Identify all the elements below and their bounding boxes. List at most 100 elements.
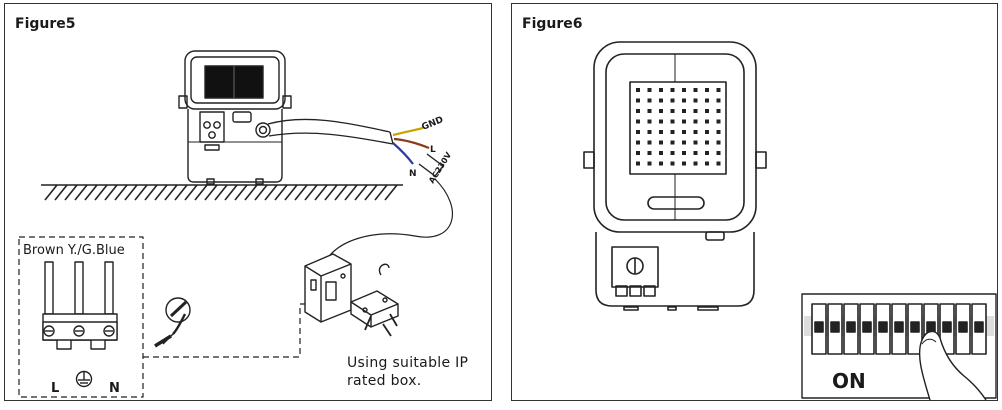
led-dot	[670, 98, 675, 103]
led-dot	[647, 161, 652, 166]
led-dot	[659, 98, 663, 103]
led-dot	[716, 88, 721, 92]
led-dot	[682, 151, 686, 155]
led-dot	[693, 119, 698, 124]
led-dot	[705, 88, 709, 92]
breaker-switch	[926, 321, 936, 333]
led-dot	[670, 109, 675, 113]
figure5-title: Figure5	[15, 16, 76, 32]
figure5-panel: Figure5	[4, 3, 492, 401]
led-dot	[693, 109, 698, 113]
led-dot	[682, 109, 686, 113]
box-caption-line1: Using suitable IP	[347, 355, 469, 371]
led-dot	[670, 161, 675, 166]
led-dot	[670, 151, 675, 155]
led-dot	[693, 140, 698, 145]
supply-cable	[322, 178, 453, 267]
led-dot	[647, 151, 652, 155]
led-dot	[716, 98, 721, 103]
led-dot	[705, 130, 709, 134]
led-dot	[705, 109, 709, 113]
gnd-label: GND	[420, 115, 445, 133]
led-dot	[636, 151, 640, 155]
terminal-l-label: L	[51, 381, 59, 396]
led-dot	[659, 161, 663, 166]
led-dot	[636, 140, 640, 145]
led-dot	[693, 151, 698, 155]
led-dot	[716, 140, 721, 145]
wire-colors-label: Brown Y./G.Blue	[23, 243, 125, 258]
breaker-switch	[958, 321, 968, 333]
n-wire-label: N	[409, 169, 417, 179]
led-dot	[670, 130, 675, 134]
led-dot	[682, 161, 686, 166]
breaker-switch	[862, 321, 872, 333]
led-dot	[682, 140, 686, 145]
led-dot	[636, 109, 640, 113]
breaker-switch	[878, 321, 888, 333]
floodlight-front-icon	[583, 41, 767, 311]
led-dot	[647, 88, 652, 92]
led-dot	[716, 119, 721, 124]
led-dot	[670, 119, 675, 124]
led-dot	[659, 130, 663, 134]
led-dot	[682, 88, 686, 92]
figure6-title: Figure6	[522, 16, 583, 32]
breaker-switch	[910, 321, 920, 333]
led-dot	[636, 130, 640, 134]
junction-box-icon	[304, 253, 352, 323]
junction-box-lid-icon	[350, 263, 399, 337]
led-dot	[647, 130, 652, 134]
breaker-panel-inset	[801, 293, 997, 401]
breaker-switch	[894, 321, 904, 333]
led-dot	[705, 140, 709, 145]
led-dot	[636, 161, 640, 166]
breaker-switch	[942, 321, 952, 333]
led-dot	[659, 119, 663, 124]
terminal-block	[42, 261, 118, 388]
led-dot	[647, 98, 652, 103]
breaker-switch	[830, 321, 840, 333]
led-dot	[693, 88, 698, 92]
led-dot	[647, 119, 652, 124]
led-dot	[716, 130, 721, 134]
led-dot	[659, 140, 663, 145]
led-dot	[659, 88, 663, 92]
led-dot	[670, 140, 675, 145]
figure6-panel: Figure6	[511, 3, 998, 401]
on-label: ON	[832, 369, 866, 393]
led-dot	[647, 109, 652, 113]
voltage-label: AC230V	[427, 150, 454, 185]
screwdriver-icon	[154, 297, 191, 348]
l-wire-label: L	[430, 145, 436, 155]
led-dot	[705, 151, 709, 155]
led-dot	[693, 161, 698, 166]
figure5-illustration: Brown Y./G.Blue L N GND L N AC230V	[18, 50, 454, 398]
led-dot	[682, 119, 686, 124]
power-cable	[267, 118, 444, 177]
led-dot	[659, 151, 663, 155]
ground-surface	[41, 184, 403, 201]
wiring-detail-inset	[18, 236, 313, 398]
led-dot	[716, 109, 721, 113]
led-dot	[636, 98, 640, 103]
led-dot	[636, 88, 640, 92]
led-dot	[705, 119, 709, 124]
led-dot	[705, 161, 709, 166]
floodlight-icon	[178, 50, 292, 185]
led-dot	[693, 98, 698, 103]
box-caption-line2: rated box.	[347, 373, 422, 389]
breaker-switch	[974, 321, 984, 333]
terminal-n-label: N	[109, 381, 120, 396]
led-dot	[682, 98, 686, 103]
led-dot	[693, 130, 698, 134]
led-dot	[670, 88, 675, 92]
led-dot	[682, 130, 686, 134]
breaker-switch	[846, 321, 856, 333]
led-dot	[659, 109, 663, 113]
led-dot	[647, 140, 652, 145]
figure6-illustration	[583, 41, 997, 401]
breaker-switch	[814, 321, 824, 333]
led-dot	[705, 98, 709, 103]
led-dot	[636, 119, 640, 124]
